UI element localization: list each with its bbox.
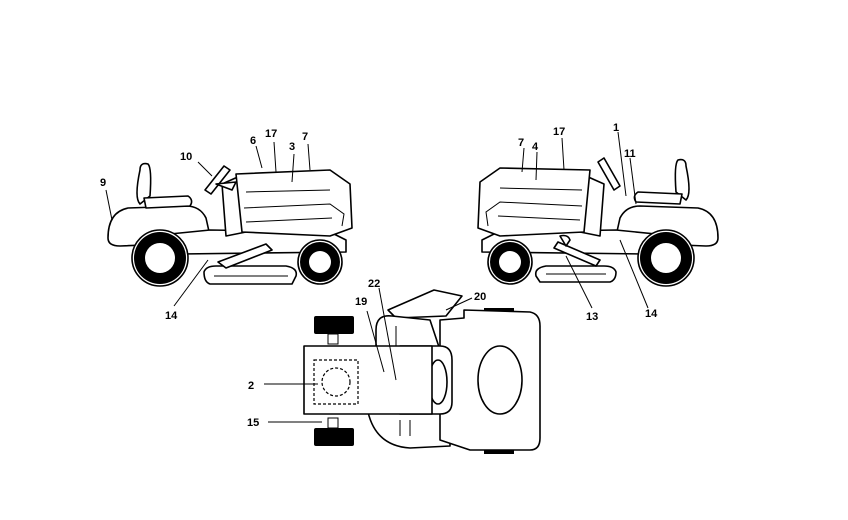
header-fragment: ·· ···· (780, 0, 803, 5)
tractor-right-side-view (477, 131, 719, 309)
callout-label: 14 (165, 310, 178, 322)
callout-label: 7 (302, 131, 308, 143)
header-fragment: · (318, 0, 321, 5)
callout-label: 6 (250, 135, 256, 147)
callout-label: 10 (180, 151, 192, 163)
tractor-top-view (264, 287, 541, 454)
callout-label: 15 (247, 417, 259, 429)
left-view-callouts: 9 10 6 17 3 7 14 (100, 128, 308, 322)
callout-label: 1 (613, 122, 619, 134)
tractor-left-side-view (105, 141, 353, 307)
callout-label: 20 (474, 291, 486, 303)
callout-label: 14 (645, 308, 658, 320)
callout-label: 17 (265, 128, 277, 140)
callout-label: 7 (518, 137, 524, 149)
top-view-callouts: 22 20 19 2 15 (247, 278, 486, 429)
header-fragment: · ·· ···· (400, 0, 429, 5)
callout-label: 2 (248, 380, 254, 392)
callout-label: 4 (532, 141, 539, 153)
header-strip: ··· ·· ······ ····· ·········· · · ·· ··… (50, 0, 803, 5)
callout-label: 19 (355, 296, 367, 308)
header-fragment: ··· ·· ······ ····· ·········· (50, 0, 148, 5)
callout-label: 22 (368, 278, 380, 290)
header-fragment: ········ ······ ····· ····· (520, 0, 608, 5)
callout-label: 17 (553, 126, 565, 138)
callout-label: 13 (586, 311, 598, 323)
callout-label: 9 (100, 177, 106, 189)
callout-label: 3 (289, 141, 295, 153)
callout-label: 11 (624, 148, 636, 160)
right-view-callouts: 7 4 17 1 11 13 14 (518, 122, 658, 323)
